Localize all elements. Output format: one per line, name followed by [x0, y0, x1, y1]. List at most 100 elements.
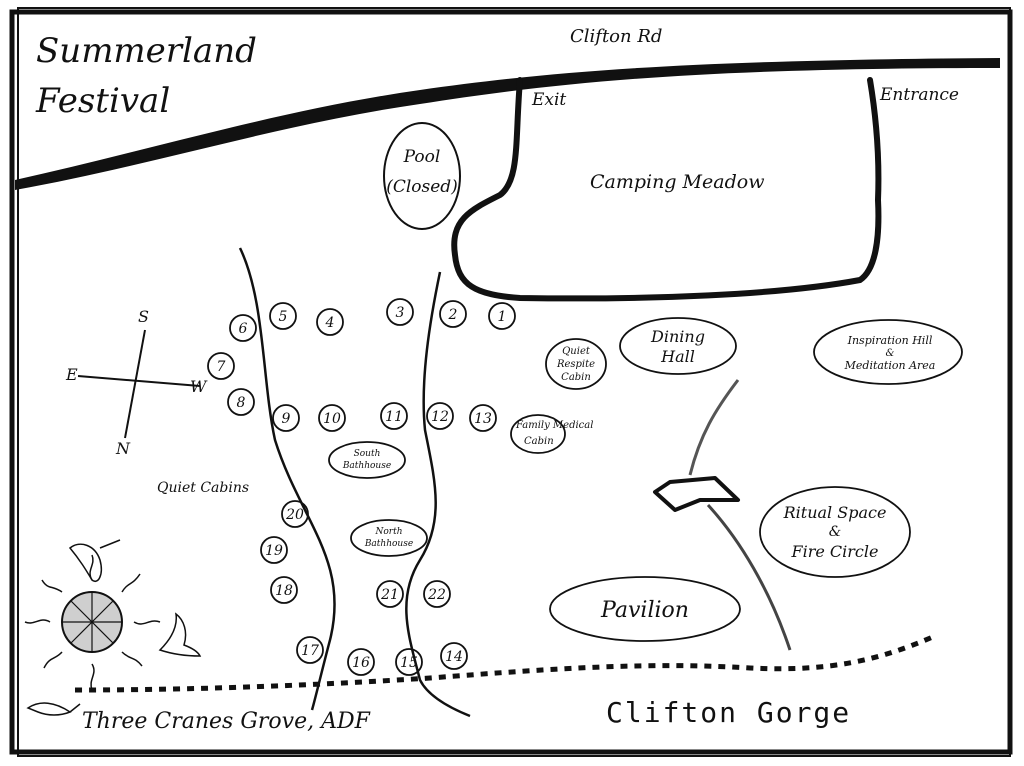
clifton-road-label: Clifton Rd — [570, 26, 662, 47]
trail-east — [405, 271, 471, 718]
svg-text:Family Medical: Family Medical — [515, 420, 593, 431]
svg-text:11: 11 — [385, 409, 403, 425]
svg-text:Respite: Respite — [556, 359, 595, 370]
svg-text:Meditation Area: Meditation Area — [844, 359, 936, 372]
north-bathhouse: North Bathhouse — [350, 519, 428, 557]
clifton-gorge-label: Clifton Gorge — [606, 696, 851, 729]
svg-text:Ritual Space: Ritual Space — [783, 503, 887, 522]
clifton-road — [15, 58, 1000, 190]
crane-icon-right — [158, 612, 202, 657]
svg-text:Inspiration Hill: Inspiration Hill — [847, 334, 933, 347]
compass-s: S — [138, 307, 149, 326]
svg-text:17: 17 — [301, 643, 319, 659]
ritual-path-upper — [688, 379, 740, 476]
svg-text:Fire Circle: Fire Circle — [791, 542, 879, 561]
svg-text:Cabin: Cabin — [561, 372, 591, 383]
cabin-9: 9 — [272, 404, 300, 432]
svg-text:19: 19 — [265, 543, 283, 559]
svg-text:Hall: Hall — [660, 347, 695, 366]
cabin-21: 21 — [376, 580, 404, 608]
svg-text:Quiet: Quiet — [562, 346, 591, 357]
svg-text:3: 3 — [396, 305, 405, 321]
cabin-2: 2 — [439, 300, 467, 328]
compass-e: E — [65, 365, 78, 384]
inspiration-hill: Inspiration Hill & Meditation Area — [813, 319, 963, 385]
map-border-inner — [17, 7, 1011, 757]
cabin-11: 11 — [380, 402, 408, 430]
pool-label-line1: Pool — [403, 147, 441, 167]
svg-text:10: 10 — [323, 411, 341, 427]
quiet-respite-cabin: Quiet Respite Cabin — [545, 338, 607, 390]
cabin-17: 17 — [296, 636, 324, 664]
svg-text:2: 2 — [448, 307, 458, 323]
svg-text:1: 1 — [498, 309, 507, 325]
svg-text:15: 15 — [400, 655, 418, 671]
trail-west — [238, 247, 336, 711]
cabin-16: 16 — [347, 648, 375, 676]
svg-text:North: North — [374, 527, 402, 537]
svg-text:South: South — [354, 449, 381, 459]
svg-text:9: 9 — [282, 411, 291, 427]
grove-label: Three Cranes Grove, ADF — [82, 709, 371, 734]
svg-text:16: 16 — [352, 655, 370, 671]
pool-label-line2: (Closed) — [386, 177, 458, 197]
cabin-15: 15 — [395, 648, 423, 676]
dining-hall: Dining Hall — [619, 317, 737, 375]
cabin-4: 4 — [316, 308, 344, 336]
compass-w: W — [190, 377, 208, 396]
svg-text:7: 7 — [217, 359, 226, 375]
exit-label: Exit — [531, 90, 566, 110]
cabin-13: 13 — [469, 404, 497, 432]
south-bathhouse: South Bathhouse — [328, 441, 406, 479]
compass-n: N — [115, 439, 131, 458]
cabin-10: 10 — [318, 404, 346, 432]
cabin-7: 7 — [207, 352, 235, 380]
crane-icon-top — [68, 539, 121, 582]
pavilion: Pavilion — [549, 576, 741, 642]
crane-icon-small — [26, 702, 81, 716]
pool-outline — [383, 122, 461, 230]
svg-text:13: 13 — [474, 411, 492, 427]
ritual-path-lower — [706, 503, 792, 651]
svg-text:12: 12 — [431, 409, 449, 425]
cabin-markers: 1 2 3 4 5 6 7 8 9 10 11 12 13 14 15 16 1… — [207, 298, 516, 676]
svg-text:22: 22 — [427, 587, 446, 603]
svg-text:20: 20 — [285, 507, 304, 523]
gorge-edge — [74, 633, 936, 693]
svg-text:Dining: Dining — [650, 327, 705, 346]
cabin-22: 22 — [423, 580, 451, 608]
svg-text:8: 8 — [237, 395, 246, 411]
cabin-8: 8 — [227, 388, 255, 416]
map-title-line2: Festival — [35, 81, 170, 121]
family-medical-cabin: Family Medical Cabin — [510, 414, 593, 454]
svg-text:Bathhouse: Bathhouse — [342, 461, 391, 471]
svg-text:14: 14 — [445, 649, 463, 665]
svg-text:6: 6 — [239, 321, 248, 337]
ritual-space: Ritual Space & Fire Circle — [759, 486, 911, 578]
entrance-label: Entrance — [879, 85, 959, 105]
cabin-18: 18 — [270, 576, 298, 604]
camping-meadow-boundary — [451, 77, 882, 302]
cabin-12: 12 — [426, 402, 454, 430]
sun-emblem-icon — [24, 554, 161, 691]
cabin-1: 1 — [488, 302, 516, 330]
svg-text:21: 21 — [380, 587, 399, 603]
compass-rose: S E W N — [65, 307, 208, 458]
cabin-20: 20 — [281, 500, 309, 528]
map-title-line1: Summerland — [36, 31, 257, 71]
cabin-14: 14 — [440, 642, 468, 670]
cabin-6: 6 — [229, 314, 257, 342]
ritual-gate — [653, 476, 740, 512]
svg-text:&: & — [829, 524, 841, 540]
quiet-cabins-label: Quiet Cabins — [157, 480, 249, 496]
svg-text:Bathhouse: Bathhouse — [364, 539, 413, 549]
cabin-5: 5 — [269, 302, 297, 330]
svg-text:Pavilion: Pavilion — [600, 598, 689, 623]
svg-text:5: 5 — [279, 309, 288, 325]
cabin-19: 19 — [260, 536, 288, 564]
svg-text:&: & — [886, 348, 895, 359]
svg-text:Cabin: Cabin — [524, 436, 554, 447]
cabin-3: 3 — [386, 298, 414, 326]
camping-meadow-label: Camping Meadow — [590, 171, 764, 193]
